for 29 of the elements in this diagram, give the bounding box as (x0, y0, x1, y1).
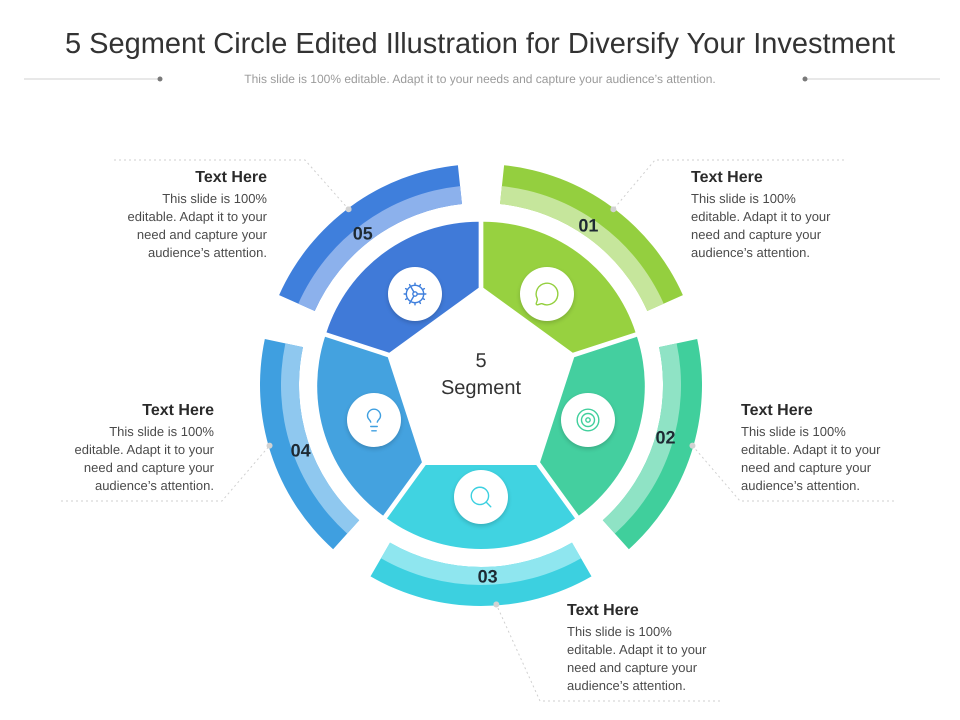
text-heading: Text Here (141, 401, 214, 421)
segment-number: 02 (656, 427, 676, 448)
description-text: This slide is 100% editable. Adapt it to your need and capture your audience’s attention. (126, 190, 267, 262)
text-heading: Text Here (567, 601, 640, 621)
segment-number: 05 (352, 223, 373, 244)
leader-line (610, 160, 844, 212)
ring-segment (279, 165, 462, 311)
ring-segment (370, 542, 592, 606)
pie-sector (386, 465, 576, 549)
segment-number: 04 (290, 440, 311, 462)
leader-line (60, 442, 273, 502)
text-heading: Text Here (691, 168, 764, 188)
description-text: This slide is 100% editable. Adapt it to your need and capture your audience’s attention. (567, 623, 708, 695)
subtitle: This slide is 100% editable. Adapt it to your needs and capture your audience’s attention. (243, 72, 717, 86)
text-heading: Text Here (194, 168, 267, 188)
leader-line (689, 442, 894, 502)
ring-segment (260, 339, 360, 550)
slide-title: 5 Segment Circle Edited Illustration for Diversify Your Investment (64, 28, 896, 61)
description-text: This slide is 100% editable. Adapt it to your need and capture your audience’s attention. (691, 190, 832, 262)
text-heading: Text Here (741, 401, 814, 421)
ring-segment (602, 339, 702, 550)
center-label: 5 Segment (439, 348, 523, 402)
description-text: This slide is 100% editable. Adapt it to your need and capture your audience’s attention. (74, 423, 214, 495)
segment-number: 03 (478, 566, 498, 588)
description-text: This slide is 100% editable. Adapt it to your need and capture your audience’s attention. (741, 423, 882, 495)
ring-segment (500, 165, 683, 311)
segment-number: 01 (578, 215, 598, 236)
leader-line (493, 601, 720, 702)
leader-line (114, 160, 352, 212)
